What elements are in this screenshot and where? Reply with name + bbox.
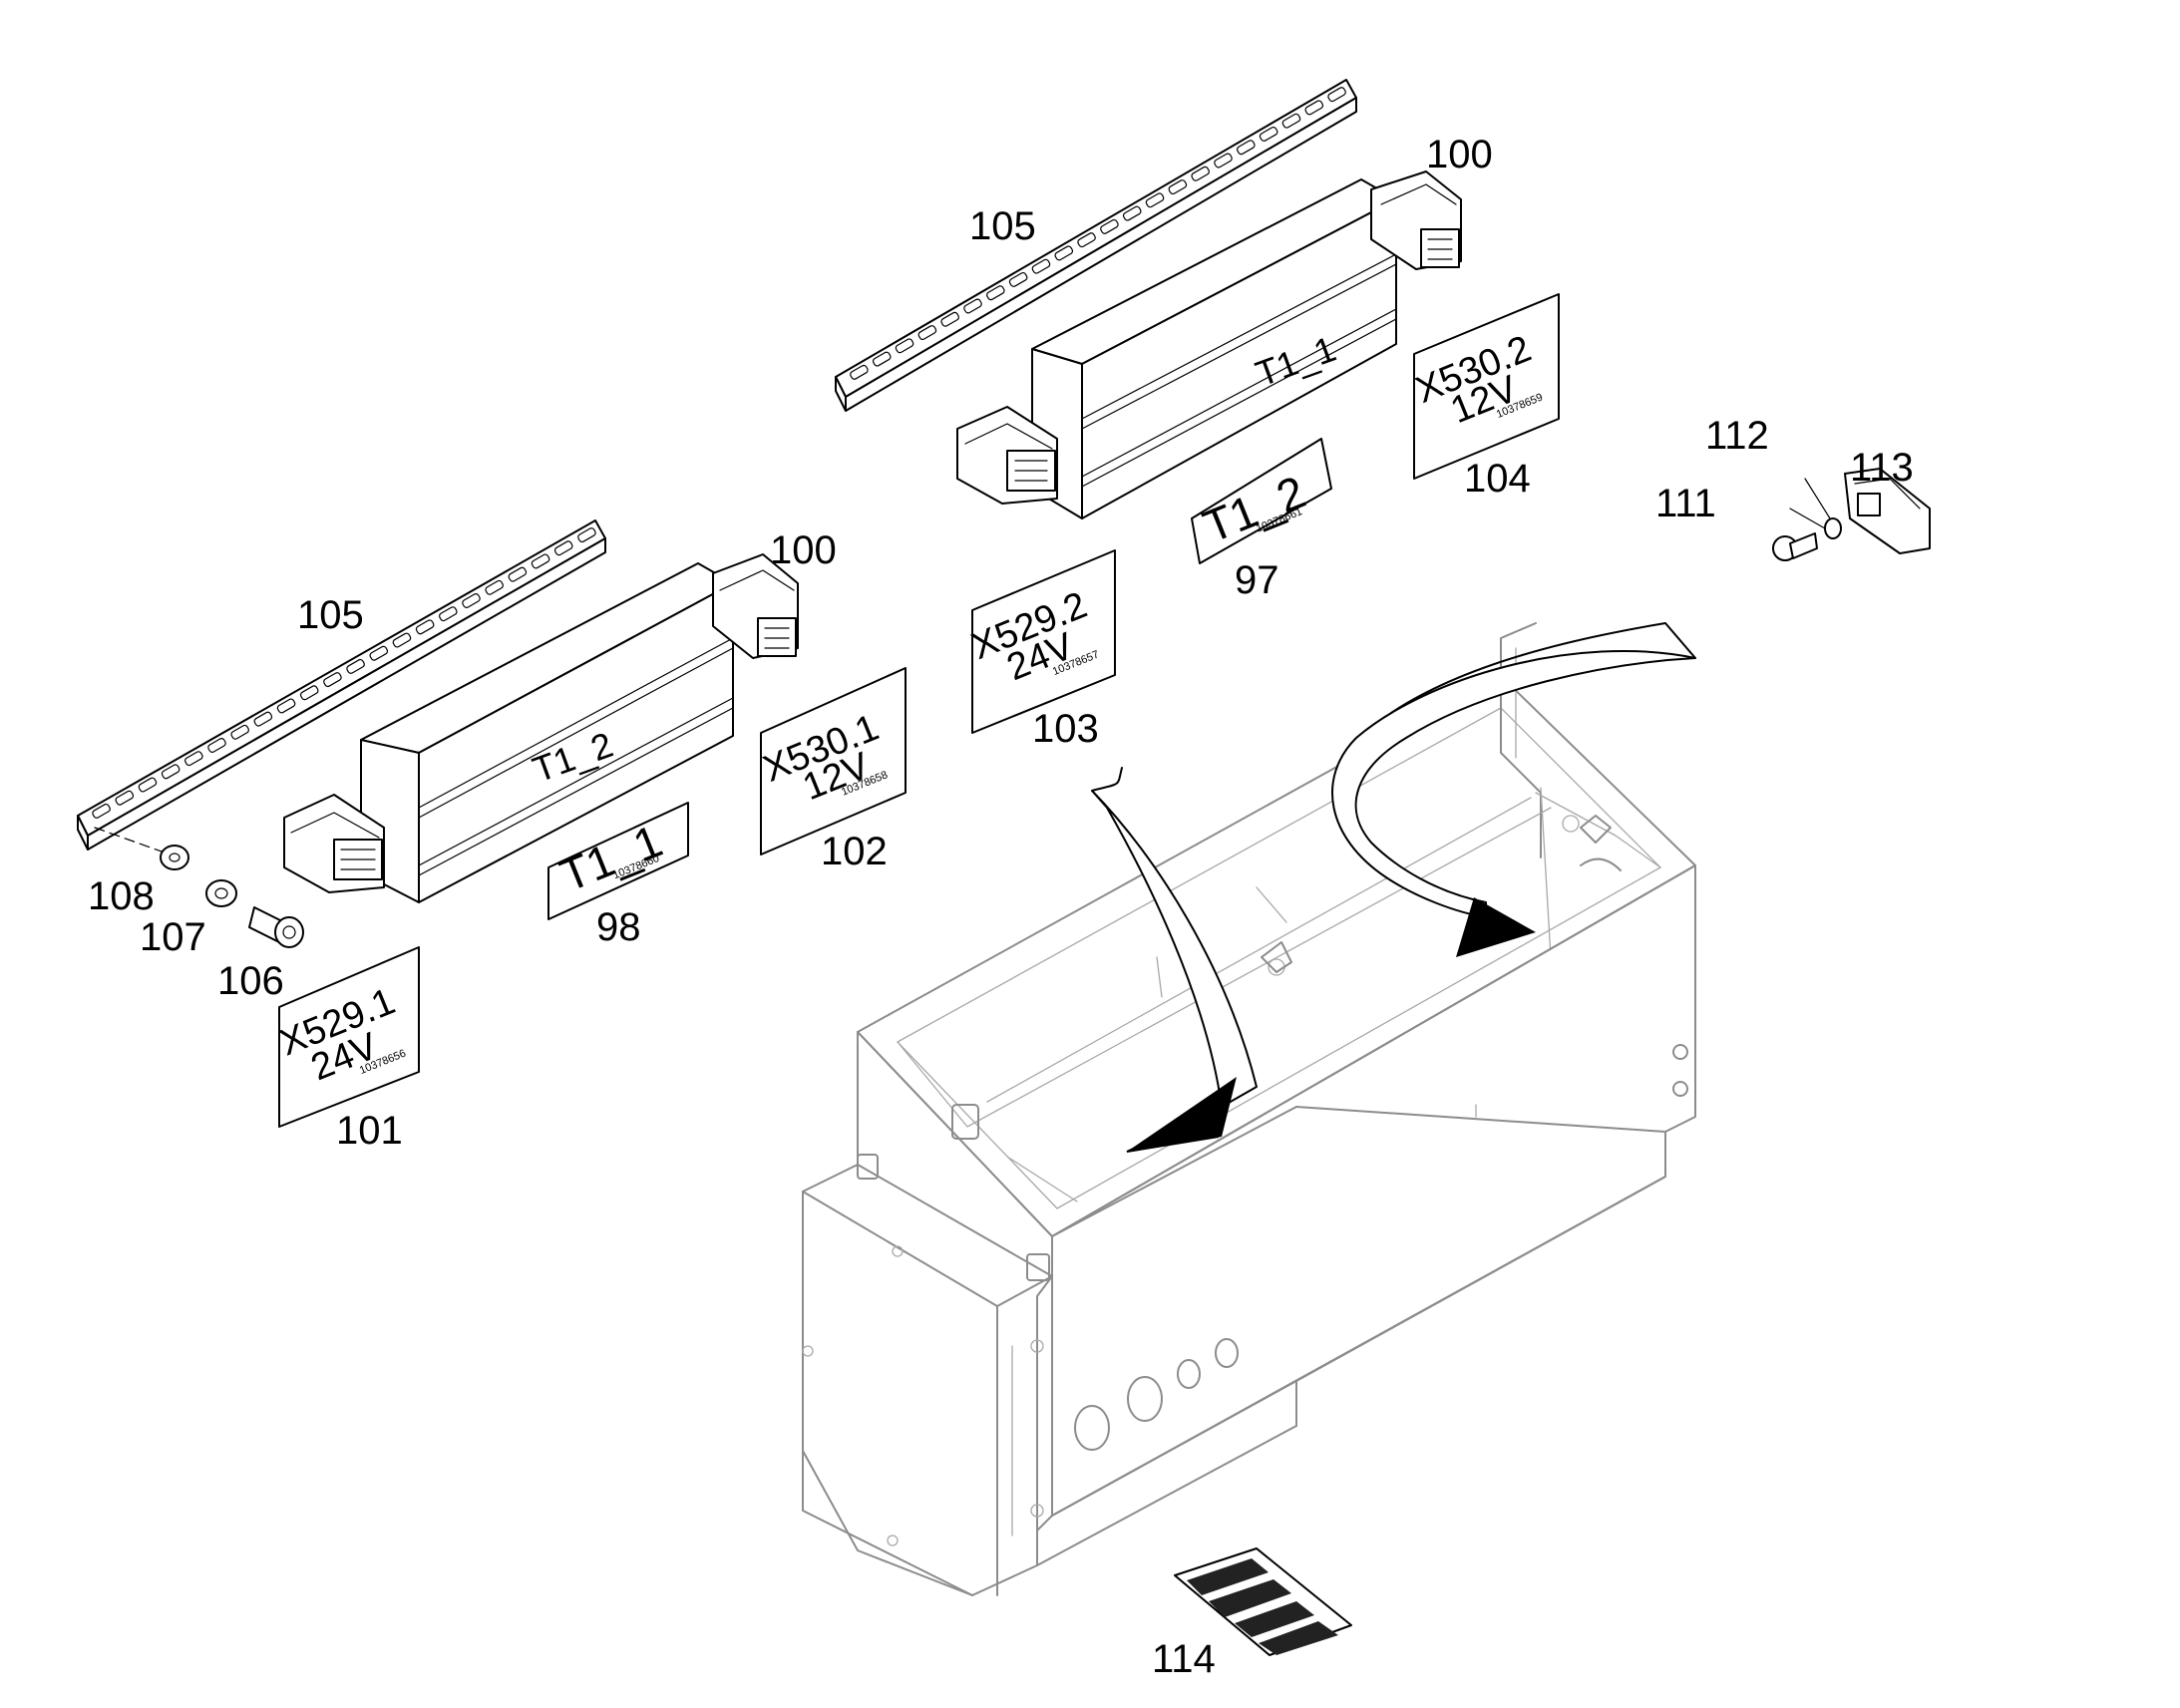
assembly-arrow-left	[1091, 767, 1258, 1153]
rail-slot	[1237, 140, 1256, 156]
callout-108: 108	[88, 874, 155, 918]
rail-slot	[531, 553, 550, 569]
rail-slot	[1100, 218, 1119, 234]
rail-slot	[850, 364, 869, 380]
rail-slot	[92, 803, 111, 819]
callout-numbers: 97 98 100 100 101 102 103 104 105 105 10…	[88, 133, 1914, 1681]
rail-slot	[299, 685, 319, 701]
rail-slot	[1281, 113, 1301, 129]
rail-slot	[1054, 245, 1074, 261]
rail-slot	[1259, 126, 1278, 142]
callout-103: 103	[1032, 707, 1099, 751]
din-rail-upper	[835, 79, 1357, 412]
power-supply-lower: T1_2	[283, 553, 799, 903]
rail-slot	[508, 566, 528, 582]
rail-slot	[369, 645, 389, 661]
label-sheet-114	[1174, 1547, 1352, 1656]
callout-97: 97	[1235, 558, 1279, 602]
rail-slot	[1191, 166, 1210, 181]
rail-slot	[138, 777, 158, 793]
callout-106: 106	[217, 959, 284, 1003]
rail-slot	[1304, 100, 1324, 116]
mounting-hardware-left	[94, 827, 304, 948]
rail-slot	[895, 338, 914, 354]
rail-slot	[1327, 87, 1346, 103]
rail-slot	[346, 658, 365, 674]
callout-107: 107	[140, 915, 206, 959]
rail-slot	[115, 790, 135, 806]
rail-slot	[392, 632, 412, 648]
rail-slot	[1031, 258, 1051, 274]
callout-113: 113	[1850, 446, 1914, 490]
rail-slot	[1214, 153, 1233, 169]
rail-slot	[323, 672, 342, 688]
rail-slot	[462, 593, 481, 608]
rail-slot	[1077, 232, 1096, 248]
rail-slot	[1145, 192, 1165, 208]
rail-slot	[917, 325, 937, 341]
assembly-arrow-right	[1331, 622, 1696, 957]
callout-104: 104	[1464, 457, 1531, 501]
rail-slot	[439, 606, 458, 622]
callout-111: 111	[1655, 482, 1716, 525]
callout-112: 112	[1705, 414, 1769, 458]
callout-98: 98	[596, 905, 641, 949]
callout-105-upper: 105	[969, 204, 1036, 248]
rail-slot	[485, 579, 504, 595]
callout-114: 114	[1152, 1637, 1216, 1681]
cabinet-housing	[802, 622, 1696, 1596]
rail-slot	[963, 298, 982, 314]
mounting-hardware-right	[1772, 468, 1931, 561]
rail-slot	[230, 724, 249, 740]
callout-105-lower: 105	[297, 593, 364, 637]
rail-slot	[577, 527, 596, 543]
rail-slot	[276, 698, 296, 714]
rail-slot	[207, 738, 226, 753]
rail-slot	[940, 311, 959, 327]
callout-102: 102	[821, 830, 888, 873]
callout-101: 101	[336, 1109, 403, 1153]
callout-100-upper: 100	[1426, 133, 1493, 176]
rail-slot	[184, 751, 203, 767]
rail-slot	[161, 764, 181, 780]
rail-slot	[1122, 205, 1142, 221]
rail-slot	[986, 285, 1005, 301]
rail-slot	[1008, 271, 1028, 287]
din-rail-lower	[77, 519, 606, 851]
rail-slot	[1168, 179, 1188, 195]
callout-100-lower: 100	[770, 528, 837, 572]
rail-slot	[253, 711, 273, 727]
rail-slot	[553, 540, 573, 556]
rail-slot	[872, 351, 892, 367]
power-supply-upper: T1_1	[956, 171, 1462, 519]
rail-slot	[415, 619, 435, 635]
